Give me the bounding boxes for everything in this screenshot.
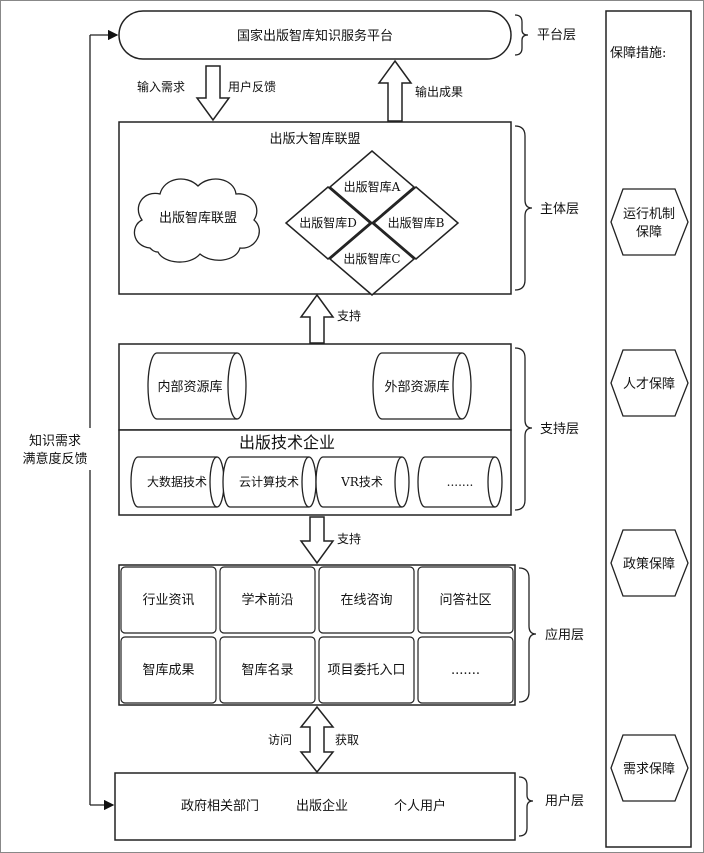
main-layer-title: 出版大智库联盟 xyxy=(269,131,360,147)
guarantee-label-line1: 运行机制 xyxy=(623,207,675,222)
diamond-b-label: 出版智库B xyxy=(388,215,445,230)
application-cell-label: 学术前沿 xyxy=(241,592,293,608)
tech-item-2-label: 云计算技术 xyxy=(239,474,299,489)
tech-cylinder-1-cap xyxy=(209,456,218,508)
user-individual-label: 个人用户 xyxy=(394,798,446,814)
feedback-label-line2: 满意度反馈 xyxy=(22,451,87,467)
platform-bracket xyxy=(514,14,529,56)
internal-db-cap xyxy=(227,352,238,420)
main-bracket xyxy=(514,125,533,291)
obtain-label: 获取 xyxy=(335,733,359,747)
main-layer-label: 主体层 xyxy=(540,202,579,217)
input-demand-label: 输入需求 xyxy=(137,79,185,94)
guarantee-hexagon xyxy=(610,188,689,256)
enterprise-title: 出版技术企业 xyxy=(239,433,335,452)
diamond-d xyxy=(284,186,372,260)
tech-cylinder-2-cap xyxy=(301,456,310,508)
external-db-cap xyxy=(452,352,463,420)
guarantee-hexagon xyxy=(610,349,689,417)
application-layer-label: 应用层 xyxy=(545,627,584,643)
output-results-arrow xyxy=(377,59,413,122)
application-cell xyxy=(120,636,217,704)
platform-layer-label: 平台层 xyxy=(537,28,576,43)
application-cell xyxy=(417,636,514,704)
diamond-a-label: 出版智库A xyxy=(344,179,401,194)
application-cell-label: 问答社区 xyxy=(439,592,491,608)
application-cell-label: 智库成果 xyxy=(142,662,194,678)
tech-item-3-label: VR技术 xyxy=(340,475,383,489)
support-layer-label: 支持层 xyxy=(540,422,579,437)
diamond-c-label: 出版智库C xyxy=(343,251,400,266)
feedback-label-bg xyxy=(14,428,96,470)
guarantee-panel xyxy=(605,10,692,848)
external-db-label: 外部资源库 xyxy=(384,379,449,395)
user-government-label: 政府相关部门 xyxy=(181,799,259,814)
user-bracket xyxy=(518,776,534,837)
output-results-label: 输出成果 xyxy=(415,84,463,99)
platform-box-label: 国家出版智库知识服务平台 xyxy=(237,28,393,44)
application-bracket xyxy=(518,567,537,703)
application-cell xyxy=(318,566,415,634)
support-label-1: 支持 xyxy=(337,308,361,323)
guarantee-label: 需求保障 xyxy=(623,762,675,777)
guarantee-hexagon xyxy=(610,529,689,597)
visit-label: 访问 xyxy=(268,733,292,747)
internal-db-label: 内部资源库 xyxy=(157,379,222,395)
support-arrow-2 xyxy=(299,516,335,565)
application-cell-label: ....... xyxy=(451,663,480,678)
application-cell xyxy=(120,566,217,634)
user-enterprise-label: 出版企业 xyxy=(296,798,348,814)
feedback-label-line1: 知识需求 xyxy=(29,433,81,449)
diamond-d-label: 出版智库D xyxy=(299,215,357,230)
user-layer-label: 用户层 xyxy=(545,793,584,809)
guarantee-label: 人才保障 xyxy=(623,377,675,392)
user-layer-box xyxy=(114,772,516,841)
application-cell-label: 行业资讯 xyxy=(142,593,194,608)
guarantee-title: 保障措施: xyxy=(610,46,666,61)
application-cell xyxy=(417,566,514,634)
diamond-b xyxy=(372,186,460,260)
tech-item-4-label: ....... xyxy=(447,475,474,489)
visit-obtain-arrow xyxy=(299,705,335,774)
guarantee-label-line2: 保障 xyxy=(636,225,662,240)
tech-item-1-label: 大数据技术 xyxy=(147,474,207,489)
input-demand-arrow xyxy=(195,65,231,122)
application-cell-label: 智库名录 xyxy=(241,662,293,678)
support-bracket xyxy=(514,347,533,511)
guarantee-label: 政策保障 xyxy=(623,556,675,572)
application-cell xyxy=(219,636,316,704)
guarantee-hexagon xyxy=(610,734,689,802)
application-cell-label: 项目委托入口 xyxy=(327,663,405,678)
application-cell xyxy=(219,566,316,634)
application-cell xyxy=(318,636,415,704)
tech-cylinder-4-cap xyxy=(487,456,496,508)
application-cell-label: 在线咨询 xyxy=(340,593,392,608)
support-arrow-1 xyxy=(299,293,335,344)
platform-box xyxy=(118,10,512,60)
support-label-2: 支持 xyxy=(337,531,361,546)
alliance-cloud-label: 出版智库联盟 xyxy=(159,210,237,226)
diamond-c xyxy=(328,222,416,296)
tech-cylinder-3-cap xyxy=(394,456,403,508)
user-feedback-label: 用户反馈 xyxy=(228,79,276,94)
alliance-cloud xyxy=(133,178,260,263)
